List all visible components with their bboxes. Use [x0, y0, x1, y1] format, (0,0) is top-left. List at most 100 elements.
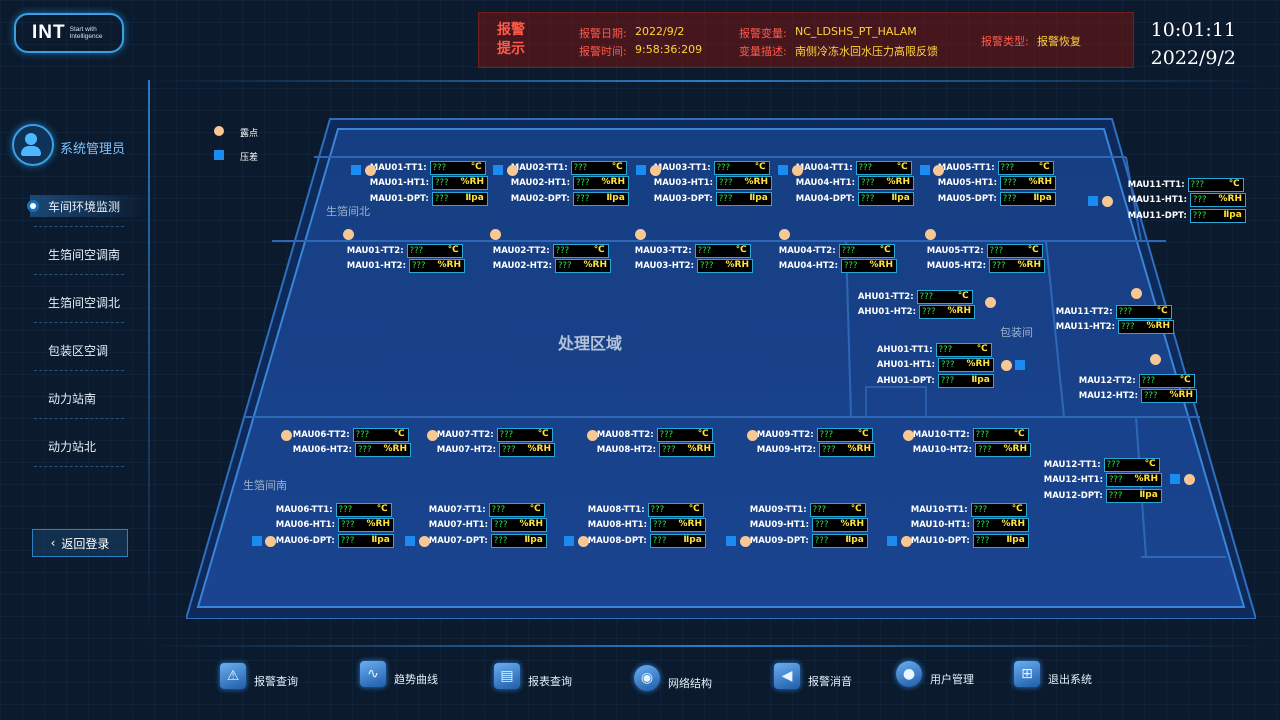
pressure-marker-icon[interactable] — [1170, 474, 1180, 484]
dew-point-marker-icon[interactable] — [985, 297, 996, 308]
sensor-row: MAU12-TT1:???℃ — [1044, 457, 1162, 473]
sensor-unit: %RH — [460, 177, 484, 188]
pressure-marker-icon[interactable] — [1088, 196, 1098, 206]
back-to-login-button[interactable]: ‹ 返回登录 — [32, 529, 128, 557]
sensor-unit: %RH — [966, 359, 990, 370]
sensor-value-box: ???%RH — [409, 259, 465, 274]
sensor-value: ??? — [844, 261, 858, 272]
pressure-marker-icon[interactable] — [1015, 360, 1025, 370]
dew-point-marker-icon[interactable] — [740, 536, 751, 547]
sensor-label: MAU07-TT1: — [428, 504, 486, 515]
dew-point-marker-icon[interactable] — [901, 536, 912, 547]
pressure-marker-icon[interactable] — [252, 536, 262, 546]
toolbar-trend-button[interactable]: ∿ 趋势曲线 — [360, 661, 438, 687]
dew-point-marker-icon[interactable] — [587, 430, 598, 441]
dew-point-marker-icon[interactable] — [427, 430, 438, 441]
pressure-marker-icon[interactable] — [726, 536, 736, 546]
sensor-value-box: ???℃ — [838, 243, 895, 258]
sensor-unit: Ⅱpa — [371, 534, 390, 545]
pressure-marker-icon[interactable] — [636, 165, 646, 175]
dew-point-marker-icon[interactable] — [1150, 354, 1161, 365]
sensor-unit: %RH — [1003, 444, 1027, 455]
sensor-label: MAU10-DPT: — [910, 535, 970, 546]
sensor-value-box: ???%RH — [1118, 320, 1174, 335]
dew-point-marker-icon[interactable] — [779, 229, 790, 240]
nav-item-packaging[interactable]: 包装区空调 — [30, 339, 150, 361]
pressure-marker-icon[interactable] — [778, 165, 788, 175]
toolbar-exit-button[interactable]: ⊞ 退出系统 — [1014, 661, 1092, 687]
dew-point-marker-icon[interactable] — [933, 165, 944, 176]
nav-item-foil-south[interactable]: 生箔间空调南 — [30, 243, 150, 265]
sensor-row: MAU08-TT1:???℃ — [588, 502, 706, 518]
toolbar-network-button[interactable]: ◉ 网络结构 — [634, 665, 712, 691]
alarm-time: 9:58:36:209 — [635, 43, 703, 56]
sensor-unit: Ⅱpa — [891, 192, 910, 203]
pressure-marker-icon[interactable] — [405, 536, 415, 546]
dew-point-marker-icon[interactable] — [281, 430, 292, 441]
bottom-toolbar: ⚠ 报警查询 ∿ 趋势曲线 ▤ 报表查询 ◉ 网络结构 ◀ 报警消音 ● 用户管… — [0, 655, 1280, 720]
nav-item-power-south[interactable]: 动力站南 — [30, 387, 150, 409]
sensor-row: MAU11-TT1:???℃ — [1128, 177, 1246, 193]
dew-point-marker-icon[interactable] — [1184, 474, 1195, 485]
sensor-value: ??? — [700, 261, 714, 272]
sensor-value-box: ???%RH — [1106, 473, 1162, 488]
toolbar-mute-button[interactable]: ◀ 报警消音 — [774, 663, 852, 689]
sensor-value-box: ???℃ — [552, 243, 609, 258]
sensor-unit: ℃ — [1011, 503, 1023, 514]
dew-point-marker-icon[interactable] — [925, 229, 936, 240]
dew-point-marker-icon[interactable] — [343, 229, 354, 240]
dew-point-marker-icon[interactable] — [747, 430, 758, 441]
sensor-row: AHU01-HT2:???%RH — [858, 305, 975, 321]
sensor-row: MAU03-DPT:???Ⅱpa — [654, 191, 772, 207]
toolbar-user-button[interactable]: ● 用户管理 — [896, 661, 974, 687]
sensor-value-box: ???%RH — [338, 518, 394, 533]
dew-point-marker-icon[interactable] — [650, 165, 661, 176]
pressure-marker-icon[interactable] — [887, 536, 897, 546]
toolbar-alarm-query-button[interactable]: ⚠ 报警查询 — [220, 663, 298, 689]
dew-point-marker-icon[interactable] — [265, 536, 276, 547]
toolbar-report-button[interactable]: ▤ 报表查询 — [494, 663, 572, 689]
sensor-unit: %RH — [583, 260, 607, 271]
sensor-label: MAU04-TT1: — [795, 162, 853, 173]
dew-point-marker-icon[interactable] — [1131, 288, 1142, 299]
sensor-value-box: ???%RH — [499, 443, 555, 458]
sensor-label: MAU02-TT2: — [492, 245, 550, 256]
sensor-unit: ℃ — [470, 161, 482, 172]
sensor-value-box: ???Ⅱpa — [649, 533, 706, 548]
dew-point-marker-icon[interactable] — [792, 165, 803, 176]
pressure-marker-icon[interactable] — [351, 165, 361, 175]
sensor-unit: %RH — [1028, 177, 1052, 188]
sensor-label: MAU01-HT1: — [369, 178, 429, 189]
dew-point-legend-icon — [214, 126, 224, 136]
sensor-value: ??? — [940, 375, 955, 386]
pressure-marker-icon[interactable] — [920, 165, 930, 175]
pressure-marker-icon[interactable] — [564, 536, 574, 546]
dew-point-marker-icon[interactable] — [578, 536, 589, 547]
sensor-value-box: ???%RH — [989, 259, 1045, 274]
dew-point-marker-icon[interactable] — [365, 165, 376, 176]
nav-item-workshop-env[interactable]: 车间环境监测 — [30, 195, 150, 217]
dew-point-marker-icon[interactable] — [490, 229, 501, 240]
dew-point-marker-icon[interactable] — [419, 536, 430, 547]
dew-point-marker-icon[interactable] — [635, 229, 646, 240]
sensor-label: MAU05-HT1: — [937, 178, 997, 189]
nav-item-power-north[interactable]: 动力站北 — [30, 435, 150, 457]
sensor-row: MAU04-TT1:???℃ — [796, 160, 914, 176]
dew-point-marker-icon[interactable] — [507, 165, 518, 176]
sensor-unit: ℃ — [688, 503, 700, 514]
nav-item-foil-north[interactable]: 生箔间空调北 — [30, 291, 150, 313]
sensor-row: MAU02-DPT:???Ⅱpa — [511, 191, 629, 207]
sensor-row: MAU11-HT2:???%RH — [1056, 320, 1174, 336]
nav-divider — [34, 226, 124, 227]
dew-point-marker-icon[interactable] — [903, 430, 914, 441]
sensor-unit: %RH — [1146, 321, 1170, 332]
sensor-label: MAU03-HT2: — [634, 261, 694, 272]
sensor-value-box: ???℃ — [816, 427, 873, 442]
sensor-value: ??? — [941, 360, 955, 371]
dew-point-marker-icon[interactable] — [1001, 360, 1012, 371]
toolbar-label: 报警消音 — [808, 675, 852, 688]
pressure-marker-icon[interactable] — [493, 165, 503, 175]
dew-point-marker-icon[interactable] — [1102, 196, 1113, 207]
